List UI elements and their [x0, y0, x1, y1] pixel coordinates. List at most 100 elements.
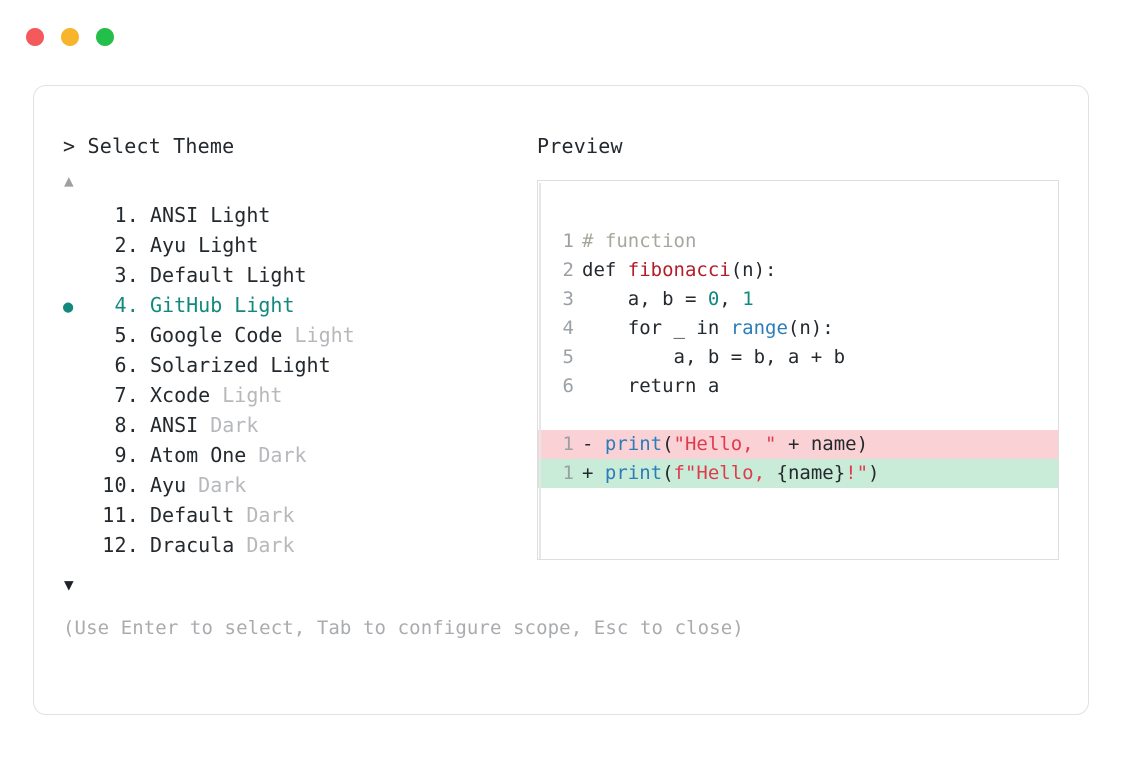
code-line-text: return a	[582, 372, 720, 401]
theme-option-index: 5.	[102, 323, 139, 347]
code-token-plain: )	[868, 462, 880, 484]
code-line: 2 def fibonacci(n):	[538, 256, 1058, 285]
theme-option[interactable]: 3.Default Light	[63, 260, 533, 290]
theme-option-index: 10.	[102, 473, 139, 497]
theme-option-name: GitHub	[150, 293, 223, 317]
theme-option-index: 6.	[102, 353, 139, 377]
theme-option-index: 12.	[102, 533, 139, 557]
theme-option-variant: Light	[222, 293, 295, 317]
code-line: 4 for _ in range(n):	[538, 314, 1058, 343]
code-token-call: print	[604, 433, 663, 455]
theme-option[interactable]: 9.Atom One Dark	[63, 440, 533, 470]
theme-option-name: Solarized	[150, 353, 259, 377]
theme-option-variant: Dark	[234, 503, 295, 527]
code-token-number: 0	[707, 288, 720, 310]
line-number: 1	[562, 462, 574, 484]
code-token-plain: (	[662, 462, 674, 484]
theme-option-variant: Light	[186, 233, 259, 257]
theme-selector-card: > Select Theme ▲ 1.ANSI Light 2.Ayu Ligh…	[33, 85, 1089, 715]
code-token-keyword: def	[582, 259, 628, 281]
theme-option-name: Ayu	[150, 473, 187, 497]
theme-option-name: Dracula	[150, 533, 235, 557]
theme-option-name: ANSI	[150, 203, 199, 227]
code-line-text: for _ in range(n):	[582, 314, 834, 343]
theme-option-name: ANSI	[150, 413, 199, 437]
code-line: 6 return a	[538, 372, 1058, 401]
page-title: Select Theme	[87, 134, 235, 158]
theme-option[interactable]: 1. ANSI Light	[63, 200, 533, 230]
code-token-builtin: range	[730, 317, 788, 339]
code-line-text: - print("Hello, " + name)	[582, 430, 868, 459]
maximize-window-icon[interactable]	[96, 28, 114, 46]
theme-option-variant: Light	[258, 353, 331, 377]
theme-option-index: 8.	[102, 413, 139, 437]
theme-option-index: 11.	[102, 503, 139, 527]
code-token-sign: +	[582, 462, 605, 484]
theme-option[interactable]: 11.Default Dark	[63, 500, 533, 530]
select-theme-heading: > Select Theme	[63, 133, 533, 159]
theme-option[interactable]: 2.Ayu Light	[63, 230, 533, 260]
line-number: 3	[562, 288, 574, 310]
code-line: 5 a, b = b, a + b	[538, 343, 1058, 372]
code-token-plain: {name}	[776, 462, 846, 484]
theme-option-index: 4.	[102, 293, 139, 317]
theme-option[interactable]: 5. Google Code Light	[63, 320, 533, 350]
prompt-caret-icon: >	[63, 134, 88, 158]
theme-option[interactable]: 10. Ayu Dark	[63, 470, 533, 500]
code-line-text: a, b = 0, 1	[582, 285, 754, 314]
code-token-comment: # function	[582, 230, 697, 252]
code-blank-line	[538, 401, 1058, 430]
code-token-plain: (n):	[787, 317, 834, 339]
code-token-string: "Hello, "	[673, 433, 777, 455]
theme-option-index: 1.	[102, 203, 139, 227]
line-number: 6	[562, 375, 574, 397]
theme-option-index: 3.	[102, 263, 139, 287]
code-token-string: f"Hello,	[673, 462, 777, 484]
theme-option-index: 7.	[102, 383, 139, 407]
preview-heading: Preview	[537, 134, 623, 158]
theme-list-column: > Select Theme ▲ 1.ANSI Light 2.Ayu Ligh…	[63, 133, 533, 594]
theme-option-index: 2.	[102, 233, 139, 257]
scroll-down-icon[interactable]: ▼	[64, 575, 74, 594]
theme-option[interactable]: 7. Xcode Light	[63, 380, 533, 410]
code-token-number: 1	[742, 288, 754, 310]
window-traffic-lights	[26, 28, 114, 46]
theme-option[interactable]: 8. ANSI Dark	[63, 410, 533, 440]
minimize-window-icon[interactable]	[61, 28, 79, 46]
theme-option-variant: Light	[198, 203, 271, 227]
theme-option[interactable]: 6. Solarized Light	[63, 350, 533, 380]
line-number: 5	[562, 346, 574, 368]
code-token-string: !"	[845, 462, 869, 484]
theme-option[interactable]: ● 4.GitHub Light	[63, 290, 533, 320]
code-line: 3 a, b = 0, 1	[538, 285, 1058, 314]
line-number: 2	[562, 259, 574, 281]
theme-option-name: Google Code	[150, 323, 283, 347]
close-window-icon[interactable]	[26, 28, 44, 46]
code-line-text: + print(f"Hello, {name}!")	[582, 459, 879, 488]
line-number: 4	[562, 317, 574, 339]
code-token-plain: for _ in	[582, 317, 731, 339]
scroll-up-icon[interactable]: ▲	[64, 171, 74, 190]
theme-option-name: Xcode	[150, 383, 211, 407]
theme-option[interactable]: 12.Dracula Dark	[63, 530, 533, 560]
theme-option-variant: Dark	[198, 413, 259, 437]
code-token-plain: (	[662, 433, 674, 455]
code-token-func: fibonacci	[627, 259, 731, 281]
theme-option-index: 9.	[102, 443, 139, 467]
code-token-plain: a, b =	[582, 288, 708, 310]
line-number: 1	[562, 230, 574, 252]
theme-option-name: Default	[150, 263, 235, 287]
theme-option-variant: Light	[210, 383, 283, 407]
gutter-rule	[539, 183, 541, 559]
code-diff-line-add: 1 + print(f"Hello, {name}!")	[538, 459, 1058, 488]
code-line-text: def fibonacci(n):	[582, 256, 776, 285]
code-token-sign: -	[582, 433, 605, 455]
code-token-plain: ,	[719, 288, 743, 310]
theme-option-variant: Dark	[186, 473, 247, 497]
code-token-plain: return a	[582, 375, 720, 397]
theme-option-variant: Light	[282, 323, 355, 347]
